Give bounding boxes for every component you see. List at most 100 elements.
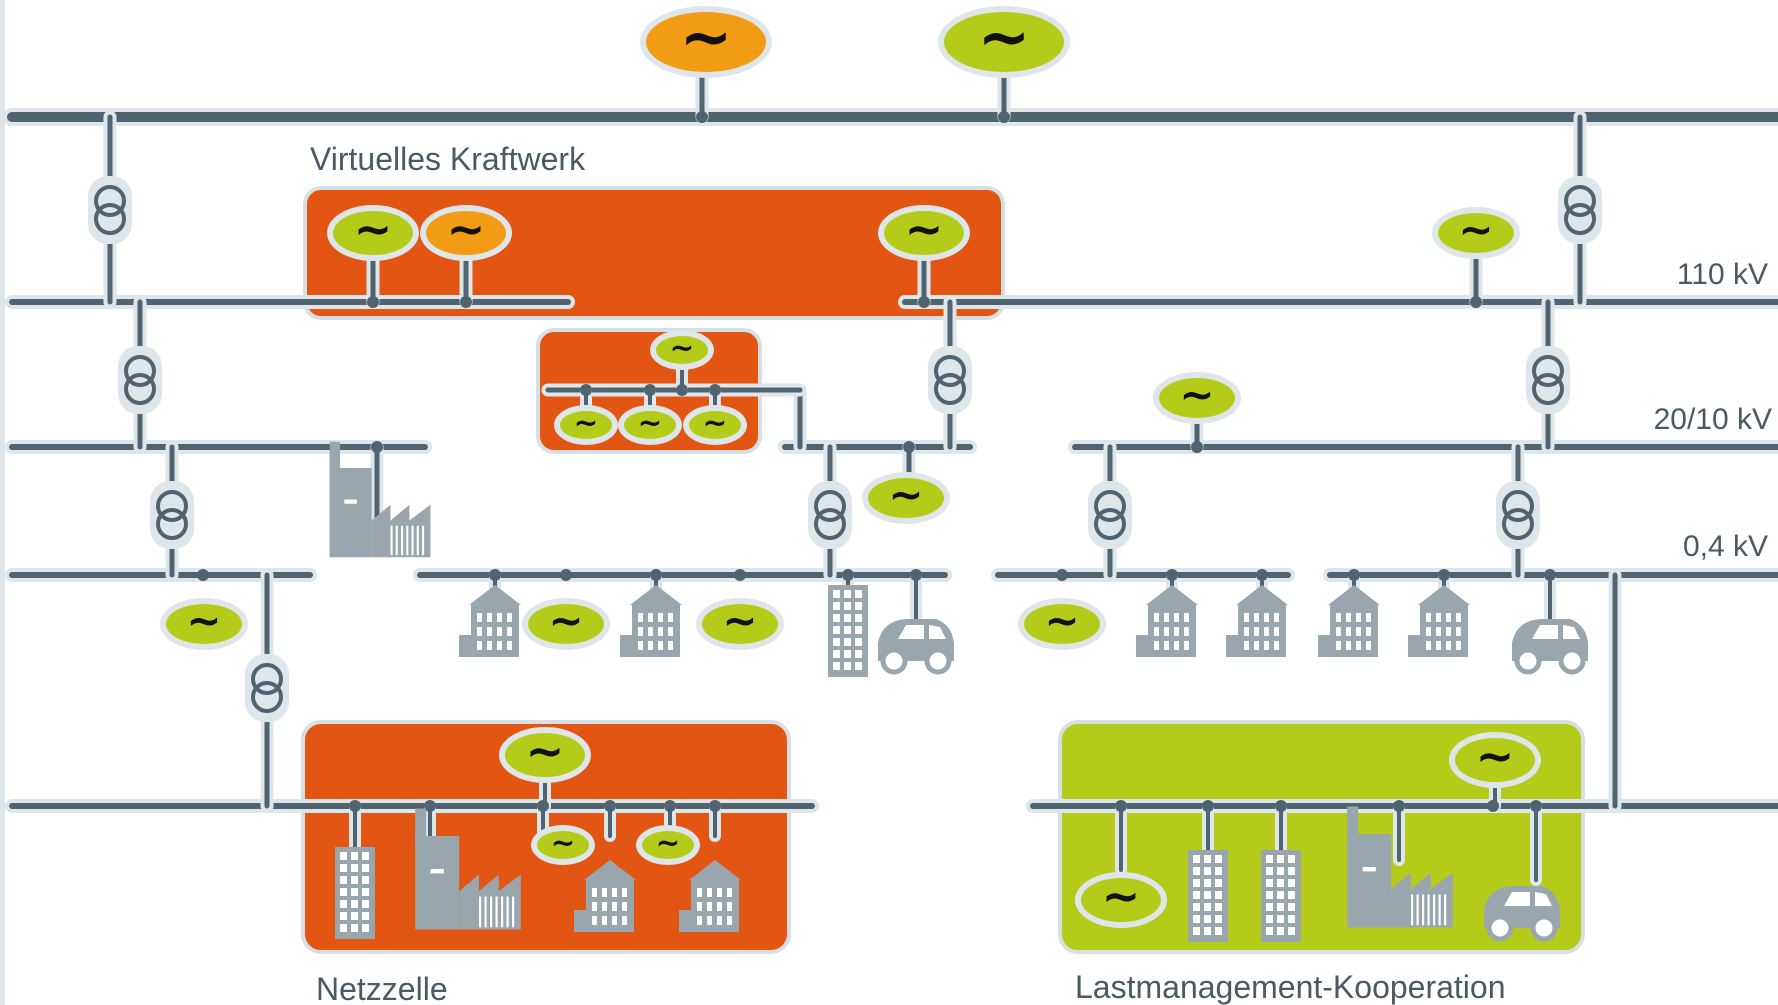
transformer-icon bbox=[1526, 346, 1570, 414]
junction-dot bbox=[537, 800, 549, 812]
generator-icon: ~ bbox=[1075, 869, 1167, 928]
generator-symbol: ~ bbox=[1179, 370, 1214, 419]
house-icon bbox=[620, 585, 682, 657]
junction-dot bbox=[1348, 569, 1360, 581]
junction-dot bbox=[197, 569, 209, 581]
transformer-icon bbox=[88, 176, 132, 244]
junction-dot bbox=[1191, 441, 1203, 453]
voltage-110-label: 110 kV bbox=[1677, 258, 1768, 291]
generator-symbol: ~ bbox=[1044, 596, 1079, 645]
junction-dot bbox=[1115, 800, 1127, 812]
junction-dot bbox=[664, 800, 676, 812]
junction-dot bbox=[734, 569, 746, 581]
generator-icon: ~ bbox=[1153, 370, 1241, 424]
junction-dot bbox=[998, 111, 1010, 123]
junction-dot bbox=[424, 800, 436, 812]
house-icon bbox=[574, 860, 636, 932]
junction-dot bbox=[1470, 296, 1482, 308]
generator-icon: ~ bbox=[1432, 205, 1520, 259]
generator-icon: ~ bbox=[650, 330, 714, 370]
generator-symbol: ~ bbox=[1476, 729, 1515, 783]
junction-dot bbox=[842, 569, 854, 581]
generator-symbol: ~ bbox=[548, 596, 583, 645]
junction-dots bbox=[197, 111, 1556, 812]
generator-symbol: ~ bbox=[551, 826, 576, 860]
junction-dot bbox=[1202, 800, 1214, 812]
junction-dot bbox=[910, 569, 922, 581]
junction-dot bbox=[580, 384, 592, 396]
voltage-0-4-label: 0,4 kV bbox=[1683, 530, 1768, 563]
office-building-icon bbox=[1261, 850, 1301, 942]
generator-icon: ~ bbox=[1449, 729, 1541, 788]
transformer-icon bbox=[150, 481, 194, 549]
generator-icon: ~ bbox=[531, 825, 595, 865]
house-icon bbox=[1226, 585, 1288, 657]
voltage-20-10-label: 20/10 kV bbox=[1654, 403, 1772, 436]
junction-dot bbox=[560, 569, 572, 581]
transformer-icon bbox=[808, 481, 852, 549]
generator-icon: ~ bbox=[862, 470, 950, 524]
generator-icon: ~ bbox=[420, 202, 512, 261]
generator-icon: ~ bbox=[522, 596, 610, 650]
generator-icon: ~ bbox=[640, 1, 772, 78]
generator-symbol: ~ bbox=[656, 826, 681, 860]
load-management-label: Lastmanagement-Kooperation bbox=[1075, 969, 1506, 1005]
transformer-icon bbox=[1496, 481, 1540, 549]
office-building-icon bbox=[1188, 850, 1228, 942]
virtual-power-plant-label: Virtuelles Kraftwerk bbox=[310, 141, 586, 177]
generator-symbol: ~ bbox=[703, 406, 728, 440]
generator-symbol: ~ bbox=[888, 470, 923, 519]
junction-dot bbox=[1544, 569, 1556, 581]
generator-icon: ~ bbox=[683, 405, 747, 445]
house-icon bbox=[1408, 585, 1470, 657]
generators: ~ ~ ~ ~ ~ ~ ~ ~ ~ ~ ~ ~ ~ ~ ~ ~ ~ ~ ~ ~ ~ bbox=[160, 1, 1541, 928]
junction-dot bbox=[604, 800, 616, 812]
generator-symbol: ~ bbox=[186, 596, 221, 645]
junction-dot bbox=[489, 569, 501, 581]
transformer-icon bbox=[245, 654, 289, 722]
junction-dot bbox=[650, 569, 662, 581]
generator-icon: ~ bbox=[696, 596, 784, 650]
generator-symbol: ~ bbox=[526, 724, 565, 778]
car-icon bbox=[878, 619, 954, 675]
car-icon bbox=[1484, 886, 1560, 942]
generator-icon: ~ bbox=[160, 596, 248, 650]
junction-dot bbox=[676, 384, 688, 396]
generator-symbol: ~ bbox=[722, 596, 757, 645]
junction-dot bbox=[460, 296, 472, 308]
generator-symbol: ~ bbox=[354, 202, 393, 256]
transformer-icon bbox=[928, 346, 972, 414]
generator-icon: ~ bbox=[618, 405, 682, 445]
junction-dot bbox=[696, 111, 708, 123]
office-building-icon bbox=[828, 585, 868, 677]
generator-symbol: ~ bbox=[670, 331, 695, 365]
junction-dot bbox=[1487, 800, 1499, 812]
generator-icon: ~ bbox=[636, 825, 700, 865]
junction-dot bbox=[1256, 569, 1268, 581]
house-icon bbox=[459, 585, 521, 657]
junction-dot bbox=[1530, 800, 1542, 812]
generator-symbol: ~ bbox=[574, 406, 599, 440]
consumers bbox=[329, 441, 1588, 942]
generator-icon: ~ bbox=[499, 724, 591, 783]
generator-icon: ~ bbox=[1018, 596, 1106, 650]
generator-icon: ~ bbox=[327, 202, 419, 261]
frame-edge bbox=[0, 0, 5, 1005]
transformer-icon bbox=[1558, 176, 1602, 244]
factory-icon bbox=[415, 808, 521, 930]
factory-icon bbox=[329, 441, 431, 558]
junction-dot bbox=[644, 384, 656, 396]
junction-dot bbox=[1275, 800, 1287, 812]
junction-dot bbox=[1056, 569, 1068, 581]
junction-dot bbox=[1166, 569, 1178, 581]
generator-symbol: ~ bbox=[978, 1, 1031, 74]
junction-dot bbox=[709, 800, 721, 812]
generator-icon: ~ bbox=[938, 1, 1070, 78]
house-icon bbox=[679, 860, 741, 932]
transformers bbox=[88, 176, 1602, 722]
junction-dot bbox=[367, 296, 379, 308]
junction-dot bbox=[709, 384, 721, 396]
generator-icon: ~ bbox=[554, 405, 618, 445]
generator-icon: ~ bbox=[878, 202, 970, 261]
